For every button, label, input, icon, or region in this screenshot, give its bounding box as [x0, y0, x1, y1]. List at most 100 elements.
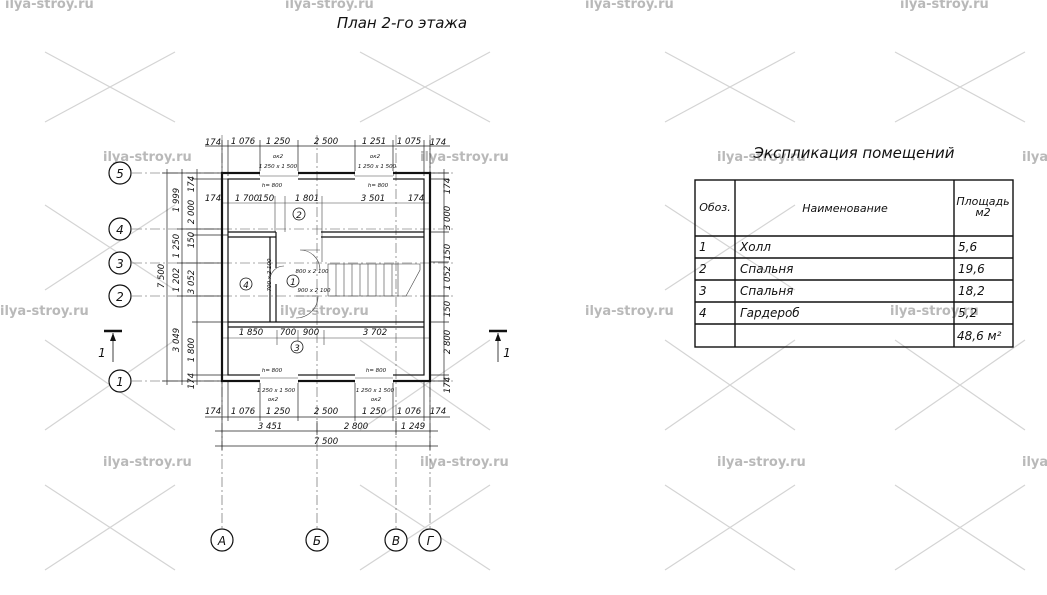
dim-label: 1 076: [231, 407, 256, 417]
watermark-text: ilya-stroy.ru: [585, 0, 674, 12]
row-area: 5,6: [958, 240, 977, 254]
dim-label: 1 850: [239, 328, 263, 338]
plan-labels: 174 1 076 1 250 2 500 1 251 1 075 174 ок…: [157, 137, 453, 447]
table-row: 4 Гардероб 5,2: [699, 306, 977, 320]
dim-label: 174: [187, 373, 197, 389]
dim-label: 2 000: [187, 200, 197, 224]
dim-label: 1 076: [231, 137, 256, 147]
dim-label: 1 249: [401, 422, 425, 432]
watermark-text: ilya-stroy.ru: [285, 0, 374, 12]
row-code: 3: [699, 284, 707, 298]
dim-label: 1 999: [172, 188, 182, 212]
room-number: 4: [243, 281, 249, 291]
header-area-unit: м2: [975, 206, 990, 219]
window-size: 1 250 x 1 500: [356, 388, 395, 394]
axis-letter-markers: А Б В Г: [210, 528, 442, 552]
axis-label: 5: [116, 167, 124, 181]
room-number: 2: [296, 211, 302, 221]
dim-label: 3 049: [172, 328, 182, 352]
axis-lines: [132, 135, 455, 528]
watermark-text: ilya-stroy.ru: [5, 0, 94, 12]
dim-label: 1 801: [295, 194, 319, 204]
dim-label: 2 500: [314, 137, 338, 147]
dim-label: 174: [430, 407, 446, 417]
sill-label: h= 800: [262, 368, 283, 374]
total-area: 48,6 м²: [957, 329, 1002, 343]
row-area: 5,2: [958, 306, 977, 320]
axis-label: 1: [116, 375, 124, 389]
dim-label: 3 000: [443, 206, 453, 230]
dim-label: 2 500: [314, 407, 338, 417]
dim-label: 1 800: [187, 338, 197, 362]
explication-header: Обоз. Наименование Площадь м2: [699, 195, 1009, 219]
window-size: 1 250 x 1 500: [259, 164, 298, 170]
dim-label: 150: [443, 301, 453, 317]
dim-label: 900: [303, 328, 319, 338]
dim-label: 7 500: [157, 264, 167, 288]
dim-label: 1 700: [235, 194, 259, 204]
dim-label: 174: [408, 194, 424, 204]
watermark-crosses: [44, 51, 1026, 571]
watermark-text: ilya-stroy.ru: [1022, 150, 1047, 165]
dimension-lines: [162, 140, 450, 450]
dim-label: 1 250: [266, 407, 290, 417]
axis-label: 4: [116, 223, 124, 237]
watermark-text: ilya-stroy.ru: [0, 304, 89, 319]
axis-label: 3: [116, 257, 124, 271]
section-label: 1: [503, 346, 511, 360]
axis-label: Г: [427, 534, 435, 548]
header-name: Наименование: [802, 202, 888, 215]
axis-number-markers: 5 4 3 2 1: [108, 161, 132, 393]
window-label: ок2: [370, 154, 381, 160]
row-name: Холл: [739, 240, 771, 254]
dim-label: 174: [443, 377, 453, 393]
dim-label: 3 702: [363, 328, 387, 338]
dim-label: 1 202: [172, 268, 182, 292]
watermark-text: ilya-stroy.ru: [420, 455, 509, 470]
dim-label: 3 501: [361, 194, 385, 204]
window-size: 1 250 x 1 500: [358, 164, 397, 170]
row-name: Спальня: [740, 262, 793, 276]
dim-label: 3 451: [258, 422, 282, 432]
dim-label: 174: [443, 178, 453, 194]
room-number: 3: [294, 344, 300, 354]
axis-label: В: [392, 534, 400, 548]
dim-label: 174: [187, 176, 197, 192]
sill-label: h= 800: [262, 183, 283, 189]
window-label: ок2: [268, 397, 279, 403]
dim-label: 1 075: [397, 137, 421, 147]
dim-label: 1 251: [362, 137, 386, 147]
dim-label: 1 052: [443, 266, 453, 290]
dim-label: 174: [205, 194, 221, 204]
dim-label: 1 250: [172, 234, 182, 258]
row-name: Гардероб: [740, 306, 800, 320]
watermark-text: ilya-stroy.ru: [890, 304, 979, 319]
watermark-text: ilya-stroy.ru: [420, 150, 509, 165]
dim-label: 150: [187, 232, 197, 248]
door-size: 900 x 2 100: [298, 288, 331, 294]
dim-label: 1 250: [362, 407, 386, 417]
watermark-text: ilya-stroy.ru: [585, 304, 674, 319]
table-row: 1 Холл 5,6: [699, 240, 977, 254]
dim-label: 174: [205, 138, 221, 148]
dim-label: 3 052: [187, 270, 197, 294]
dim-label: 1 250: [266, 137, 290, 147]
dim-label: 2 800: [344, 422, 368, 432]
dim-label: 150: [258, 194, 274, 204]
row-code: 2: [699, 262, 707, 276]
dim-label: 700: [280, 328, 296, 338]
window-label: ок2: [371, 397, 382, 403]
section-label: 1: [98, 346, 106, 360]
plan-title: План 2-го этажа: [337, 14, 467, 32]
door-size: 700 x 2 100: [267, 258, 273, 291]
plan-walls: [220, 171, 432, 383]
axis-label: Б: [313, 534, 321, 548]
dim-label: 2 800: [443, 330, 453, 354]
axis-label: А: [217, 534, 226, 548]
header-code: Обоз.: [699, 201, 731, 214]
room-number: 1: [290, 278, 296, 288]
explication-table: [694, 179, 1014, 348]
sill-label: h= 800: [366, 368, 387, 374]
watermark-text: ilya-stroy.ru: [280, 304, 369, 319]
